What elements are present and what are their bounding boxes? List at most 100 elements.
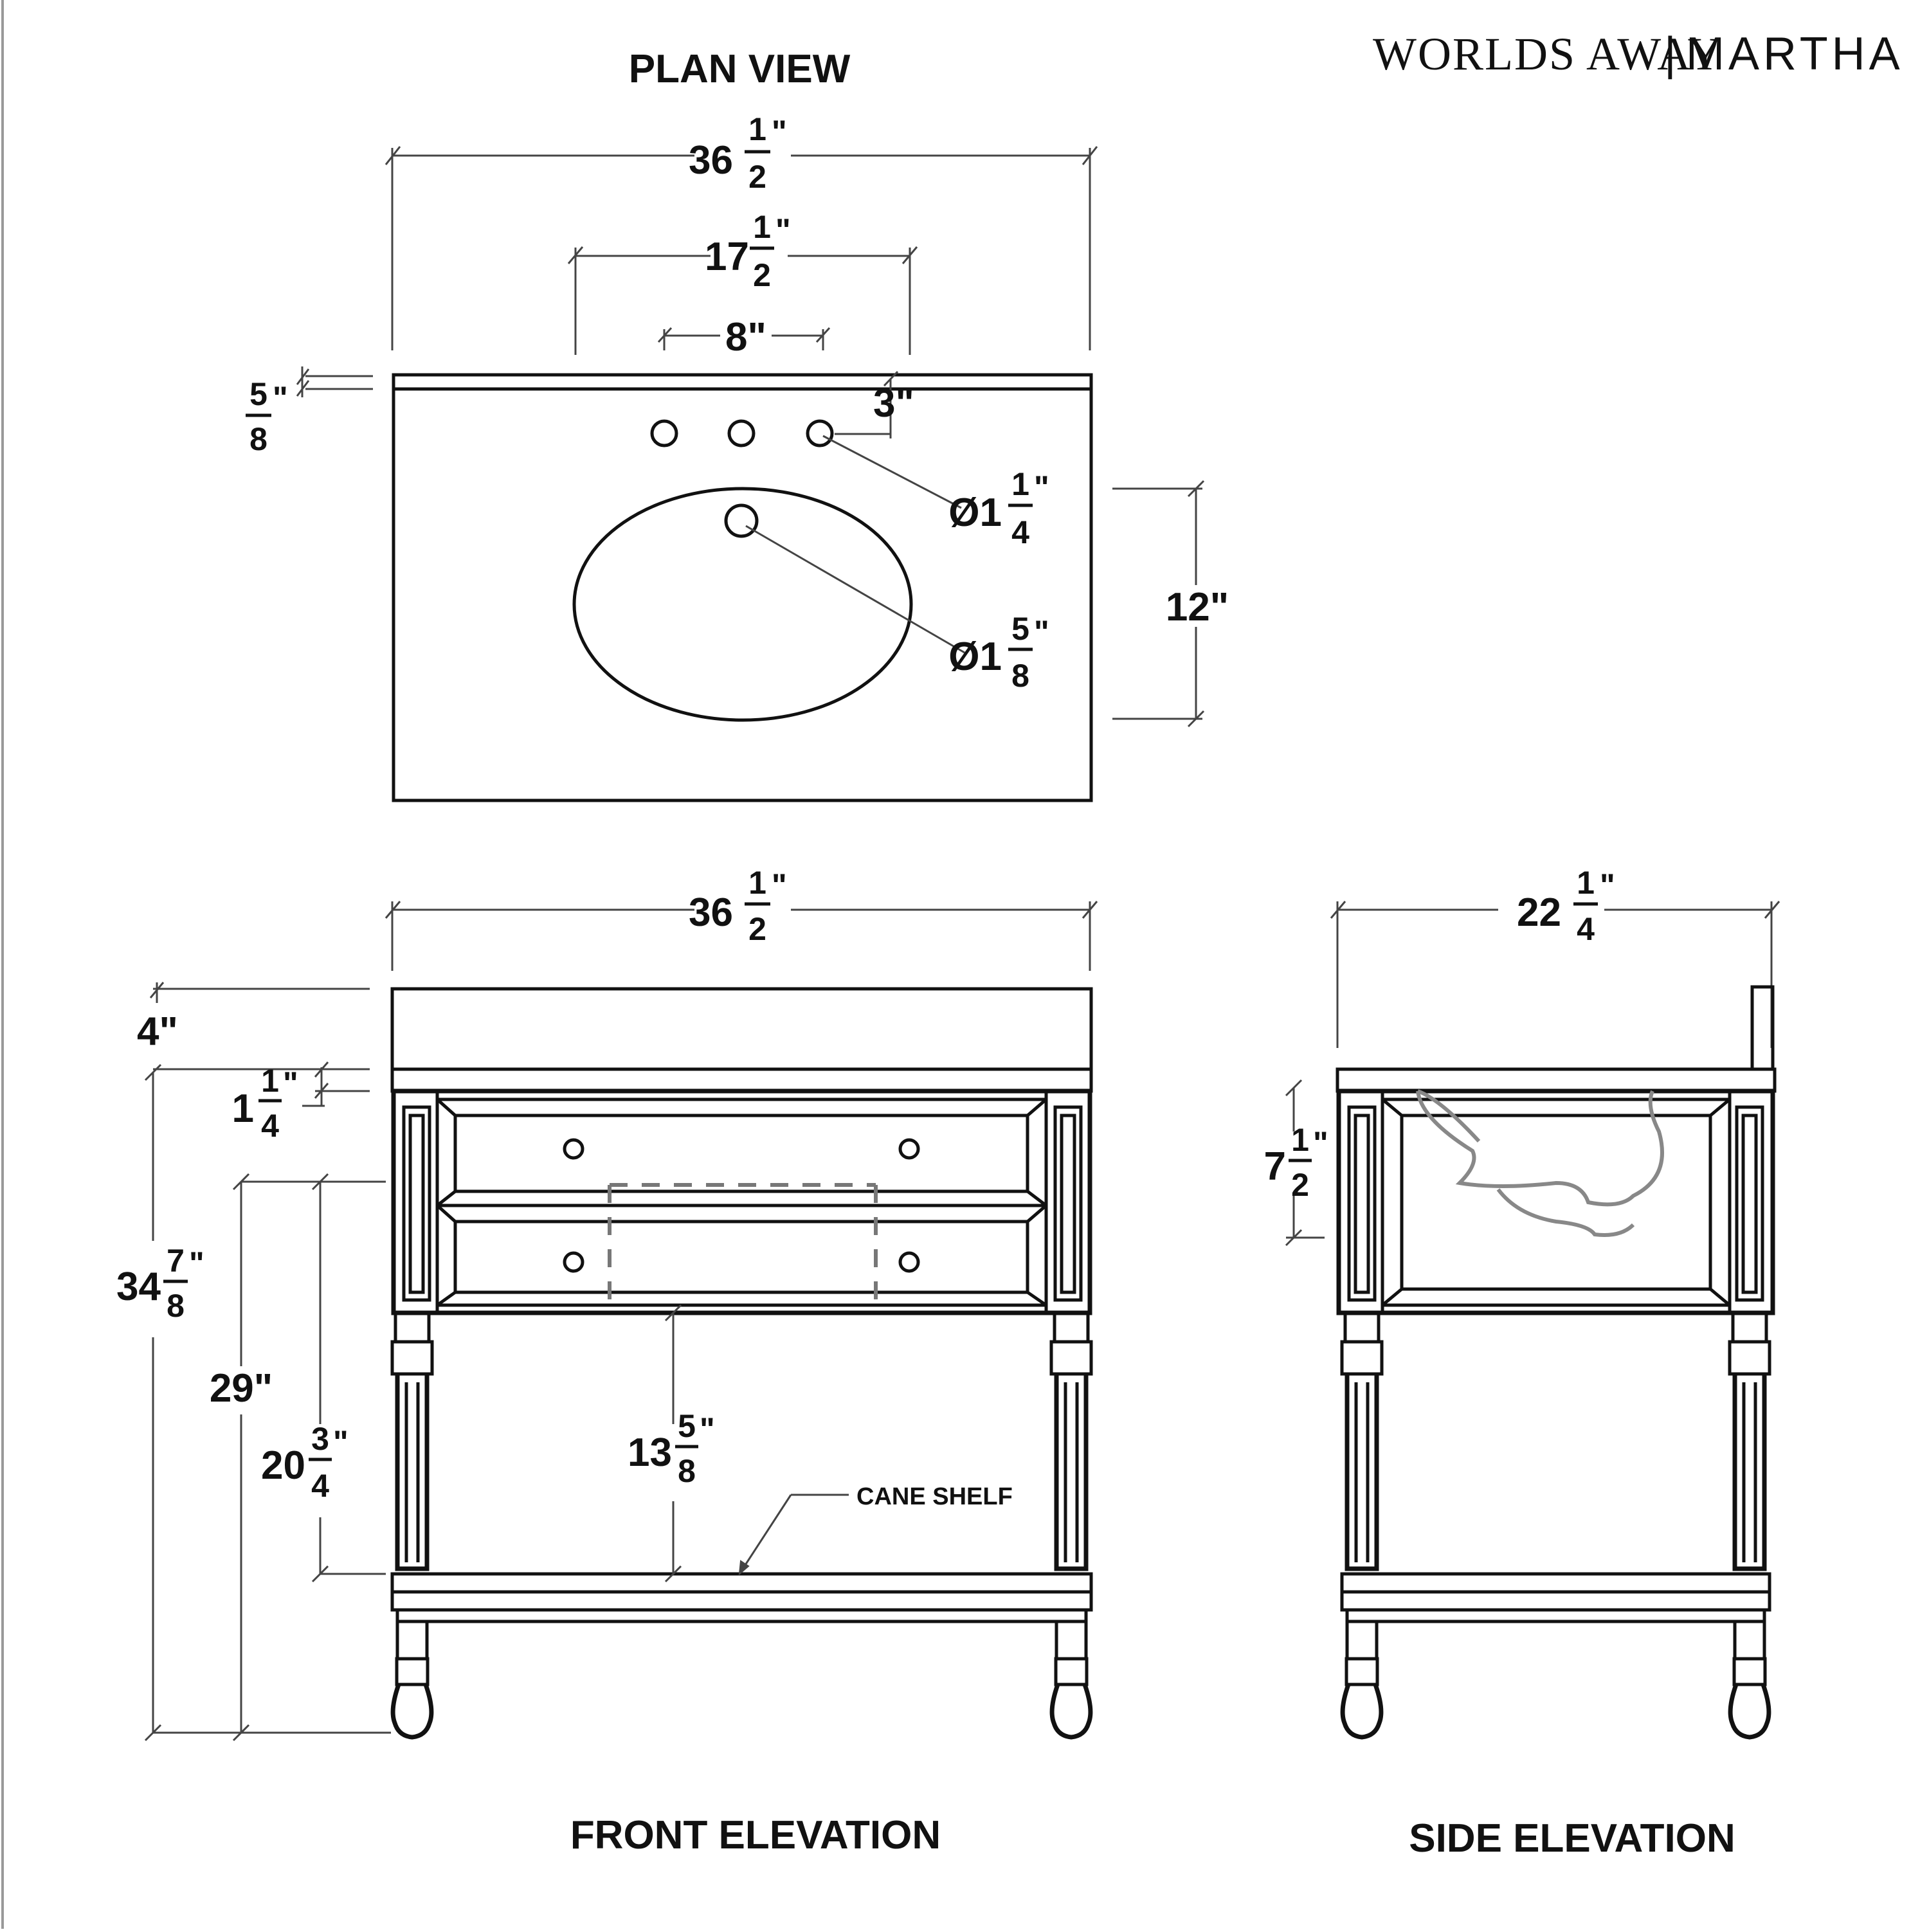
svg-text:8: 8 [678,1453,696,1489]
svg-text:": " [1600,867,1615,903]
side-cabinet [1336,1088,1775,1315]
svg-text:": " [772,114,787,150]
side-leg-front [1340,1311,1384,1740]
plan-backsplash-dim: 5 8 " [246,366,373,457]
drawer-knob [563,1138,584,1160]
faucet-hole-center [727,419,756,447]
front-drawer-top [435,1097,1048,1207]
front-top-height-dim: 4" [137,982,370,1070]
svg-text:2: 2 [1291,1167,1309,1203]
svg-text:Ø1: Ø1 [948,491,1002,535]
svg-text:8": 8" [725,315,766,359]
front-shelf-clearance-dim: 13 5 8 " [628,1304,715,1583]
brand-logo: WORLDS AWAY | MARTHA [1373,28,1900,80]
front-leg-right [1049,1311,1093,1740]
svg-text:12": 12" [1166,585,1229,629]
plan-width-whole: 36 [689,138,733,183]
svg-text:4: 4 [1577,911,1595,947]
plan-overall-width-dim: 36 1 2 " [385,111,1098,350]
plan-faucet-hole-callout: Ø1 1 4 " [822,435,1049,550]
svg-text:5: 5 [249,376,267,412]
plan-view-title: PLAN VIEW [629,47,851,91]
front-drawer-bottom [435,1204,1048,1307]
svg-text:": " [772,867,787,903]
svg-text:1: 1 [1291,1122,1309,1158]
plan-sink-width-dim: 17 1 2 " [567,209,918,355]
front-hidden-sink [608,1183,878,1313]
drain-hole [724,503,759,538]
front-counter-height-dim: 29" [210,1173,386,1742]
svg-text:1: 1 [232,1087,254,1131]
plan-faucet-holes [650,419,834,447]
svg-text:36: 36 [689,890,733,935]
front-apron-dim: 1 1 4 " [232,1061,370,1144]
front-elevation-title: FRONT ELEVATION [570,1813,941,1857]
svg-text:5: 5 [678,1408,696,1444]
svg-text:3": 3" [873,381,914,426]
svg-text:4": 4" [137,1009,178,1054]
plan-faucet-spread-dim: 8" [657,315,831,359]
svg-text:": " [283,1065,298,1101]
svg-text:1: 1 [753,209,771,245]
svg-text:4: 4 [1011,514,1029,550]
svg-text:Ø1: Ø1 [948,635,1002,679]
front-countertop [390,987,1093,1093]
front-drawer-shelf-dim: 20 3 4 " [261,1173,386,1583]
svg-text:1: 1 [1577,865,1595,901]
side-depth-dim: 22 1 4 " [1330,865,1780,1048]
svg-text:7: 7 [1264,1144,1286,1189]
side-countertop [1336,985,1777,1093]
svg-text:2: 2 [753,257,771,293]
drawer-knob [898,1251,920,1273]
svg-text:": " [1034,614,1049,650]
front-leg-left [390,1311,434,1740]
svg-text:1: 1 [1011,466,1029,502]
svg-text:22: 22 [1517,890,1561,935]
svg-text:": " [333,1424,349,1460]
drawer-knob [563,1251,584,1273]
side-cane-shelf [1340,1572,1771,1659]
brand-name: WORLDS AWAY [1373,28,1723,80]
svg-text:2: 2 [748,159,766,195]
plan-sink-depth-dim: 12" [1112,480,1229,728]
svg-text:1: 1 [748,865,766,901]
brand-separator: | [1664,28,1680,80]
svg-text:": " [775,212,791,248]
plan-countertop [392,373,1093,802]
svg-text:": " [1313,1125,1328,1161]
svg-text:": " [189,1245,204,1281]
cane-shelf-label: CANE SHELF [856,1483,1013,1510]
svg-text:4: 4 [311,1468,329,1504]
front-cane-shelf: CANE SHELF [390,1483,1093,1659]
svg-text:17: 17 [705,235,749,279]
svg-text:20: 20 [261,1443,305,1488]
svg-text:3: 3 [311,1421,329,1457]
svg-text:": " [700,1411,715,1447]
side-apron-dim: 7 1 2 " [1264,1079,1328,1247]
svg-text:4: 4 [261,1108,279,1144]
side-hidden-sink [1416,1089,1664,1237]
side-leg-back [1728,1311,1771,1740]
svg-text:5: 5 [1011,611,1029,647]
front-width-dim: 36 1 2 " [385,865,1098,971]
front-cabinet [391,1088,1092,1315]
side-elevation-title: SIDE ELEVATION [1409,1816,1735,1861]
svg-text:": " [1034,469,1049,505]
svg-text:1: 1 [748,111,766,147]
svg-text:8: 8 [249,421,267,457]
svg-text:": " [273,380,288,416]
faucet-hole-right [806,419,834,447]
plan-sink-bowl: Ø1 5 8 " [572,487,1049,722]
faucet-hole-left [650,419,678,447]
front-overall-height-dim: 34 7 8 " [116,1063,391,1742]
plan-hole-offset-dim: 3" [835,370,914,438]
svg-text:8: 8 [167,1288,185,1324]
svg-text:2: 2 [748,911,766,947]
svg-text:1: 1 [261,1063,279,1099]
svg-text:8: 8 [1011,658,1029,694]
svg-text:7: 7 [167,1243,185,1279]
drawer-knob [898,1138,920,1160]
svg-text:34: 34 [116,1265,161,1309]
